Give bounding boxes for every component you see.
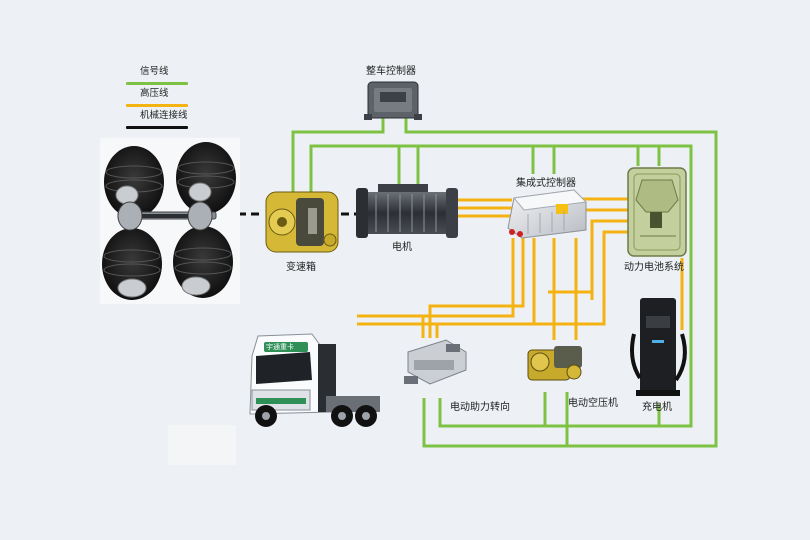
legend-swatch (126, 126, 188, 129)
truck-badge: 宇通重卡 (266, 343, 294, 351)
charger-image (630, 298, 687, 396)
battery-image (627, 167, 687, 257)
legend-item-mechanical: 机械连接线 (126, 110, 188, 129)
truck-image (168, 333, 380, 465)
battery-label: 动力电池系统 (624, 262, 684, 273)
motor-label: 电机 (392, 242, 412, 253)
gearbox-label: 变速箱 (286, 262, 316, 273)
compressor-label: 电动空压机 (568, 398, 618, 409)
signal-lines (291, 118, 718, 448)
compressor-image (527, 346, 582, 381)
legend-label: 信号线 (140, 66, 169, 77)
steering-image (404, 339, 467, 385)
vcu-image (364, 81, 422, 120)
steering-label: 电动助力转向 (450, 402, 510, 413)
motor-image (356, 184, 458, 238)
legend-swatch (126, 82, 188, 85)
legend-label: 高压线 (140, 88, 169, 99)
integrated-controller-image (507, 189, 588, 239)
gearbox-image (265, 191, 339, 253)
charger-label: 充电机 (642, 402, 672, 413)
drive-axle-image (100, 138, 240, 304)
legend-swatch (126, 104, 188, 107)
legend-item-signal: 信号线 (126, 66, 188, 85)
legend-item-high-voltage: 高压线 (126, 88, 188, 107)
integrated-controller-label: 集成式控制器 (516, 178, 576, 189)
legend-label: 机械连接线 (140, 110, 188, 121)
vcu-label: 整车控制器 (366, 66, 416, 77)
high-voltage-lines (357, 197, 684, 340)
